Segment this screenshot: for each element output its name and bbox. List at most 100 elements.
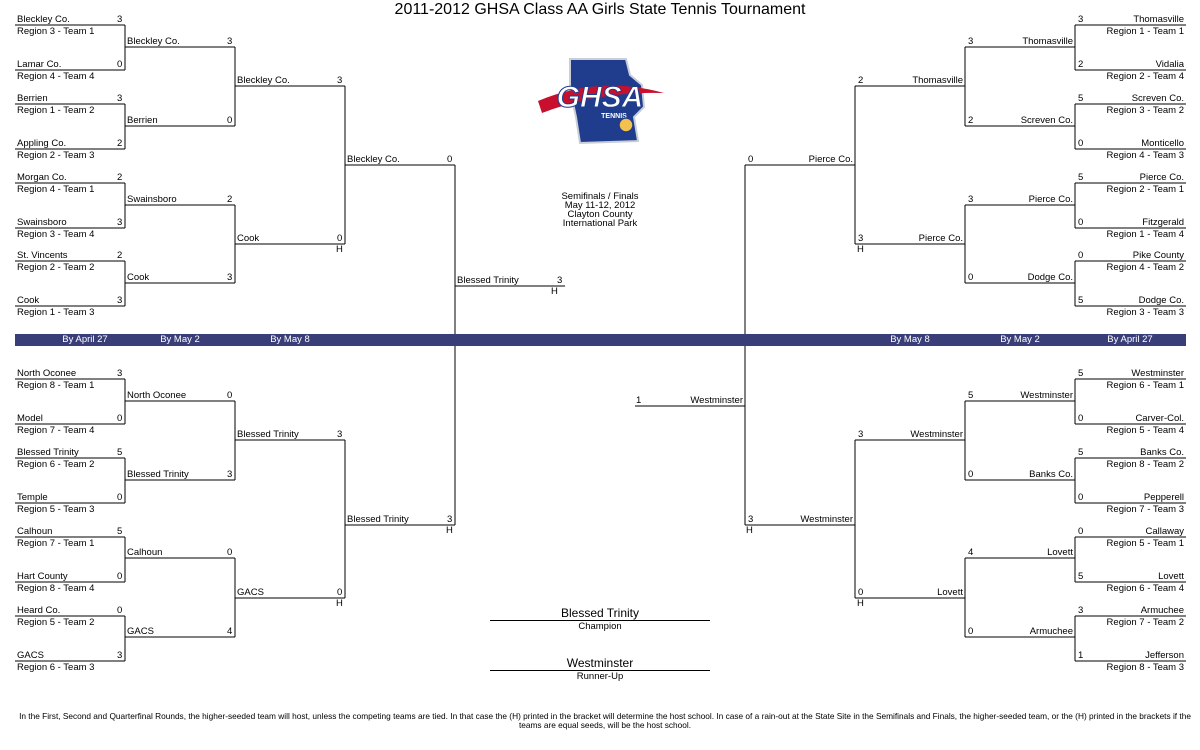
left-top-r1-seed: Region 2 - Team 2 xyxy=(17,262,95,273)
right-top-sf-score: 0 xyxy=(748,154,754,165)
left-bottom-r1-seed: Region 8 - Team 1 xyxy=(17,380,95,391)
right-bottom-r1-seed: Region 6 - Team 1 xyxy=(1106,380,1184,391)
right-bottom-r2-team: Banks Co. xyxy=(1029,469,1073,480)
right-bottom-r2-team: Westminster xyxy=(1020,390,1073,401)
right-top-r1-seed: Region 1 - Team 4 xyxy=(1106,229,1184,240)
left-bottom-r1-seed: Region 6 - Team 2 xyxy=(17,459,95,470)
left-bottom-r1-score: 3 xyxy=(117,368,123,379)
right-top-r2-score: 3 xyxy=(968,36,974,47)
right-top-r1-team: Vidalia xyxy=(1155,59,1184,70)
final-left-score: 3 xyxy=(557,275,563,286)
right-bottom-r1-team: Lovett xyxy=(1158,571,1184,582)
left-top-r1-score: 3 xyxy=(117,93,123,104)
semifinals-line-1: Semifinals / Finals xyxy=(561,191,639,202)
left-bottom-sf-team: Blessed Trinity xyxy=(347,514,409,525)
right-top-r1-team: Monticello xyxy=(1141,138,1184,149)
semifinals-line-3: Clayton County xyxy=(567,209,633,220)
left-bottom-r1-team: Heard Co. xyxy=(17,605,61,616)
left-bottom-r1-seed: Region 6 - Team 3 xyxy=(17,662,95,673)
right-top-r1-seed: Region 1 - Team 1 xyxy=(1106,26,1184,37)
right-top-r1-team: Pike County xyxy=(1132,250,1184,261)
left-bottom-r1-score: 0 xyxy=(117,492,123,503)
right-bottom-qf-score: 3 xyxy=(858,429,864,440)
left-bottom-r1-seed: Region 5 - Team 3 xyxy=(17,504,95,515)
round-dates-band: By April 27 By May 2 By May 8 By May 8 B… xyxy=(15,334,1186,346)
right-bottom-r1-seed: Region 5 - Team 4 xyxy=(1106,425,1184,436)
date-left-r1: By April 27 xyxy=(62,334,108,345)
left-bottom-r1-team: Model xyxy=(17,413,43,424)
footnote: In the First, Second and Quarterfinal Ro… xyxy=(19,711,1191,730)
left-bottom-qf-score: 3 xyxy=(337,429,343,440)
date-left-qf: By May 8 xyxy=(270,334,310,345)
left-bottom-r1-team: Hart County xyxy=(17,571,68,582)
right-top-r1-score: 5 xyxy=(1078,295,1084,306)
host-mark: H xyxy=(446,525,453,536)
right-bottom-qf-score: 0 xyxy=(858,587,864,598)
left-top-r1-team: Bleckley Co. xyxy=(17,14,70,25)
left-top-r2-score: 3 xyxy=(227,36,233,47)
left-bottom-r1-score: 5 xyxy=(117,526,123,537)
date-right-qf: By May 8 xyxy=(890,334,930,345)
right-bottom-r2-score: 4 xyxy=(968,547,974,558)
left-top-sf-score: 0 xyxy=(447,154,453,165)
right-top-r2-team: Pierce Co. xyxy=(1028,194,1073,205)
left-top-r2-team: Berrien xyxy=(127,115,158,126)
logo-subtext: TENNIS xyxy=(601,113,627,120)
right-top-r1-seed: Region 4 - Team 2 xyxy=(1106,262,1184,273)
right-bottom-r1-seed: Region 5 - Team 1 xyxy=(1106,538,1184,549)
left-top-r1-score: 2 xyxy=(117,172,123,183)
right-bottom-r1-team: Armuchee xyxy=(1140,605,1184,616)
host-mark: H xyxy=(857,598,864,609)
left-bottom-r2-score: 0 xyxy=(227,390,233,401)
left-bottom-r2-team: GACS xyxy=(127,626,154,637)
semifinals-line-2: May 11-12, 2012 xyxy=(564,200,636,211)
right-bottom-r1-team: Carver-Col. xyxy=(1135,413,1184,424)
right-bottom-r1-score: 5 xyxy=(1078,447,1084,458)
right-top-r1-team: Thomasville xyxy=(1133,14,1184,25)
right-top-r1-team: Fitzgerald xyxy=(1142,217,1184,228)
left-bottom-r1-seed: Region 8 - Team 4 xyxy=(17,583,95,594)
host-mark: H xyxy=(746,525,753,536)
left-bottom-r1-score: 3 xyxy=(117,650,123,661)
host-mark: H xyxy=(336,598,343,609)
left-top-r1-team: Lamar Co. xyxy=(17,59,62,70)
date-right-r1: By April 27 xyxy=(1107,334,1153,345)
left-top-sf-team: Bleckley Co. xyxy=(347,154,400,165)
right-bottom-r1-score: 0 xyxy=(1078,413,1084,424)
left-top-r2-team: Cook xyxy=(127,272,150,283)
left-top-r1-seed: Region 3 - Team 4 xyxy=(17,229,95,240)
left-top-r1-score: 3 xyxy=(117,14,123,25)
right-bottom-r2-team: Lovett xyxy=(1047,547,1073,558)
right-bottom-r2-team: Armuchee xyxy=(1029,626,1073,637)
final-left-team: Blessed Trinity xyxy=(457,275,519,286)
left-bottom-r1-team: North Oconee xyxy=(17,368,77,379)
left-top-r1-team: Morgan Co. xyxy=(17,172,67,183)
right-bottom-r1-team: Westminster xyxy=(1131,368,1184,379)
host-mark: H xyxy=(551,286,558,297)
right-top-qf-team: Pierce Co. xyxy=(918,233,963,244)
champion-name: Blessed Trinity xyxy=(490,606,710,621)
left-top-r1-seed: Region 4 - Team 1 xyxy=(17,184,95,195)
left-top-r2-score: 2 xyxy=(227,194,233,205)
left-top-r1-seed: Region 3 - Team 1 xyxy=(17,26,95,37)
left-bottom-r2-team: North Oconee xyxy=(127,390,187,401)
right-bottom-r2-score: 5 xyxy=(968,390,974,401)
right-top-r2-team: Thomasville xyxy=(1022,36,1073,47)
left-bottom-r2-score: 4 xyxy=(227,626,233,637)
left-bottom-sf-score: 3 xyxy=(447,514,453,525)
left-top-r1-score: 0 xyxy=(117,59,123,70)
left-top-r1-team: St. Vincents xyxy=(17,250,68,261)
right-bottom-r1-score: 5 xyxy=(1078,368,1084,379)
right-top-r1-score: 3 xyxy=(1078,14,1084,25)
right-top-r1-seed: Region 4 - Team 3 xyxy=(1106,150,1184,161)
host-mark: H xyxy=(336,244,343,255)
left-top-r2-team: Bleckley Co. xyxy=(127,36,180,47)
right-top-sf-team: Pierce Co. xyxy=(808,154,853,165)
left-bottom-r2-score: 0 xyxy=(227,547,233,558)
left-top-r2-score: 0 xyxy=(227,115,233,126)
right-bottom-r1-team: Banks Co. xyxy=(1140,447,1184,458)
left-bottom-r1-score: 5 xyxy=(117,447,123,458)
left-bottom-r1-team: Blessed Trinity xyxy=(17,447,79,458)
left-top-r2-score: 3 xyxy=(227,272,233,283)
right-top-r1-seed: Region 3 - Team 3 xyxy=(1106,307,1184,318)
